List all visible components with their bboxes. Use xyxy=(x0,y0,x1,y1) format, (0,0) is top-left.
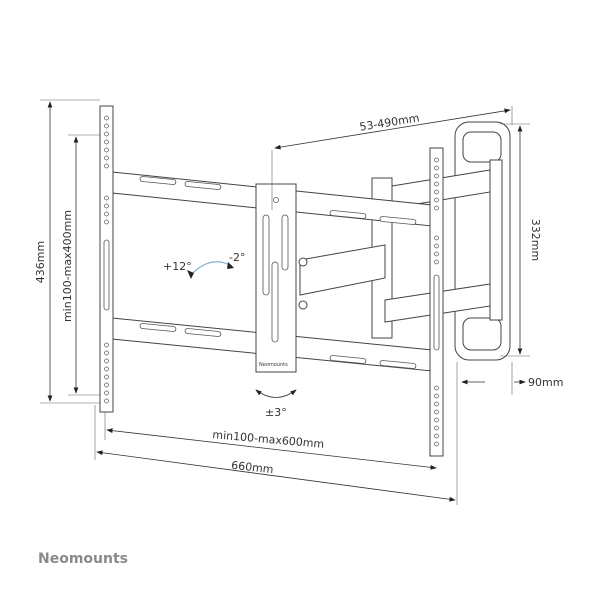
rail-hole xyxy=(434,157,439,163)
overall-width-label: 660mm xyxy=(231,459,275,476)
rail-hole xyxy=(434,401,439,407)
rail-holes xyxy=(104,115,439,447)
rotation-arc xyxy=(255,389,297,398)
rail-hole xyxy=(434,385,439,391)
rail-hole xyxy=(434,409,439,415)
rail-hole xyxy=(434,189,439,195)
rail-hole xyxy=(434,235,439,241)
rail-hole xyxy=(104,139,109,145)
rail-hole xyxy=(434,259,439,265)
right-rail xyxy=(429,147,444,457)
rail-hole xyxy=(104,155,109,161)
rail-hole xyxy=(104,366,109,372)
rail-hole xyxy=(104,350,109,356)
tilt-up-label: +12° xyxy=(163,260,192,273)
rail-hole xyxy=(434,197,439,203)
dimension-lines xyxy=(40,99,530,505)
rail-hole xyxy=(104,115,109,121)
rail-hole xyxy=(104,163,109,169)
rail-hole xyxy=(104,390,109,396)
wall-plate-height-label: 332mm xyxy=(529,219,542,261)
rail-hole xyxy=(434,251,439,257)
rail-hole xyxy=(434,173,439,179)
rail-hole xyxy=(434,205,439,211)
rail-hole xyxy=(104,211,109,217)
wall-depth-label: 90mm xyxy=(528,376,563,389)
rail-hole xyxy=(104,374,109,380)
rail-hole xyxy=(104,219,109,225)
rotation-label: ±3° xyxy=(265,406,287,419)
rail-hole xyxy=(434,165,439,171)
plate-logo: Neomounts xyxy=(259,362,288,368)
tilt-down-arrow-icon xyxy=(227,262,234,269)
rail-hole xyxy=(104,342,109,348)
rail-hole xyxy=(434,393,439,399)
center-plate: Neomounts xyxy=(255,183,308,373)
rail-hole xyxy=(434,417,439,423)
extension-label: 53-490mm xyxy=(359,111,421,133)
tilt-up-arrow-icon xyxy=(187,270,194,279)
rail-hole xyxy=(104,123,109,129)
rail-hole xyxy=(104,398,109,404)
tilt-arc xyxy=(189,261,233,277)
rail-hole xyxy=(104,195,109,201)
vesa-horizontal-label: min100-max600mm xyxy=(212,428,325,451)
vesa-vertical-label: min100-max400mm xyxy=(61,210,74,322)
rail-hole xyxy=(104,131,109,137)
rail-hole xyxy=(104,147,109,153)
overall-height-label: 436mm xyxy=(34,241,47,283)
rail-hole xyxy=(104,203,109,209)
brand-logo: Neomounts xyxy=(38,551,128,567)
rail-hole xyxy=(104,382,109,388)
left-rail xyxy=(99,105,114,413)
tilt-down-label: -2° xyxy=(229,251,245,264)
rail-hole xyxy=(434,425,439,431)
rail-hole xyxy=(434,441,439,447)
wall-plate xyxy=(454,121,511,361)
rail-hole xyxy=(434,181,439,187)
rail-hole xyxy=(434,243,439,249)
rail-hole xyxy=(104,358,109,364)
rail-hole xyxy=(434,433,439,439)
